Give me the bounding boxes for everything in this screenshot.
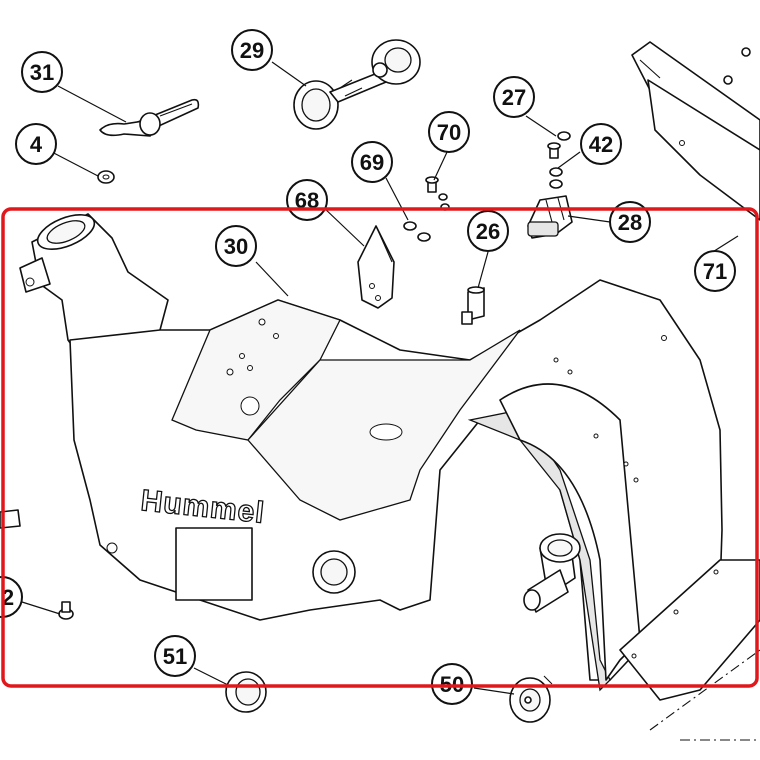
callout-51: 51 [154, 635, 196, 677]
callout-69-label: 69 [360, 150, 384, 175]
callout-29-label: 29 [240, 38, 264, 63]
part-31-wing-bolt [99, 98, 200, 137]
callout-29: 29 [231, 29, 273, 71]
part-29-clamp [293, 39, 421, 130]
callout-42-label: 42 [589, 132, 613, 157]
callout-69: 69 [351, 141, 393, 183]
callout-30: 30 [215, 225, 257, 267]
callout-71: 71 [694, 250, 736, 292]
part-68-bracket [357, 225, 395, 309]
callout-70: 70 [428, 111, 470, 153]
callout-30-label: 30 [224, 234, 248, 259]
part-69-washers [403, 221, 431, 242]
part-70-bolt [425, 176, 439, 193]
callout-26-label: 26 [476, 219, 500, 244]
part-26-spacer [461, 286, 485, 325]
callout-2-label: 2 [2, 585, 14, 610]
callout-31: 31 [21, 51, 63, 93]
part-2-screw [58, 601, 74, 620]
callout-4-label: 4 [30, 132, 43, 157]
callout-70-label: 70 [437, 120, 461, 145]
callout-26: 26 [467, 210, 509, 252]
left-fitting-icon [0, 509, 21, 529]
part-51-bushing [225, 671, 267, 713]
callout-27-label: 27 [502, 85, 526, 110]
front-panel [175, 527, 253, 601]
part-28-latch [527, 195, 573, 239]
brand-text: Hummel [139, 484, 266, 530]
callout-2: 2 [0, 576, 23, 618]
callout-51-label: 51 [163, 644, 187, 669]
highlight-box [1, 207, 759, 688]
dash-dot-lines [649, 649, 760, 741]
part-30-main-housing: Hummel [19, 213, 760, 701]
callout-27: 27 [493, 76, 535, 118]
callout-28-label: 28 [618, 210, 642, 235]
callout-42: 42 [580, 123, 622, 165]
part-50-wheel [509, 675, 553, 723]
callout-68: 68 [286, 179, 328, 221]
callout-31-label: 31 [30, 60, 54, 85]
part-42-washer [549, 167, 563, 189]
part-4-washer [97, 170, 115, 184]
part-71-rail [631, 41, 760, 221]
callout-71-label: 71 [703, 259, 727, 284]
callout-4: 4 [15, 123, 57, 165]
screw-small-icon [723, 47, 751, 85]
part-27-screw [547, 131, 571, 159]
callout-50: 50 [431, 663, 473, 705]
callout-28: 28 [609, 201, 651, 243]
leader-lines [21, 61, 739, 695]
